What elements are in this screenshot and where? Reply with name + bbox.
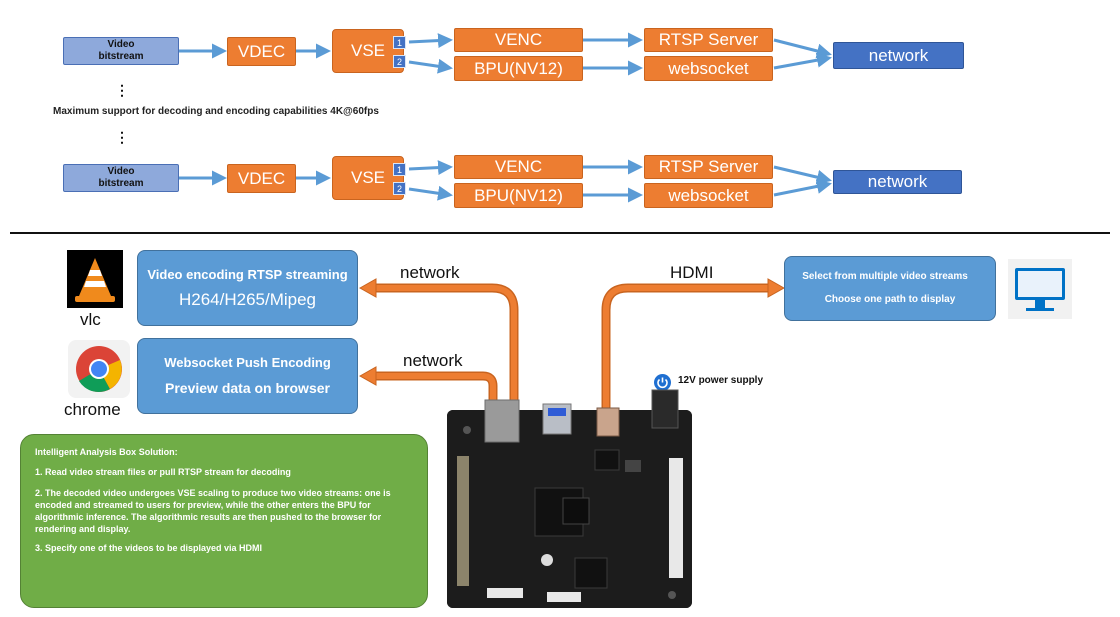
rtsp-server-box-2: RTSP Server (644, 155, 773, 179)
vlc-label: vlc (80, 310, 101, 329)
hdmi-label: HDMI (670, 263, 714, 282)
chrome-label: chrome (64, 400, 121, 419)
display-line2: Choose one path to display (824, 294, 956, 305)
monitor-icon (1008, 259, 1072, 319)
vlc-cone-icon (67, 250, 123, 308)
rtsp-server-box-1: RTSP Server (644, 28, 773, 52)
ws-box-line1: Websocket Push Encoding (164, 355, 331, 370)
vdec-box-1: VDEC (227, 37, 296, 66)
rtsp-streaming-box: Video encoding RTSP streaming H264/H265/… (137, 250, 358, 326)
vse-port-1: 1 (393, 163, 406, 176)
source-label-line1: Video (107, 166, 135, 177)
websocket-push-box: Websocket Push Encoding Preview data on … (137, 338, 358, 414)
chrome-icon (68, 340, 130, 398)
solution-item-2: 2. The decoded video undergoes VSE scali… (35, 488, 391, 534)
source-label-line2: bitstream (98, 178, 144, 189)
video-bitstream-source-1: Video bitstream (63, 37, 179, 65)
source-label-line1: Video (107, 39, 135, 50)
vse-box-1: VSE (332, 29, 404, 73)
display-line1: Select from multiple video streams (802, 271, 968, 282)
power-icon (654, 374, 671, 391)
vse-port-2: 2 (393, 182, 406, 195)
ws-box-line2: Preview data on browser (165, 380, 330, 396)
vdec-box-2: VDEC (227, 164, 296, 193)
ellipsis-upper: ⋮ (115, 82, 129, 98)
vse-port-1: 1 (393, 36, 406, 49)
websocket-box-2: websocket (644, 183, 773, 208)
ellipsis-lower: ⋮ (115, 129, 129, 145)
hdmi-pipe (601, 278, 786, 408)
network-box-1: network (833, 42, 964, 69)
source-label-line2: bitstream (98, 51, 144, 62)
solution-title: Intelligent Analysis Box Solution: (35, 447, 178, 457)
websocket-box-1: websocket (644, 56, 773, 81)
vse-box-2: VSE (332, 156, 404, 200)
vse-port-2: 2 (393, 55, 406, 68)
bottom-pipeline-arrows (179, 159, 832, 203)
video-bitstream-source-2: Video bitstream (63, 164, 179, 192)
rtsp-box-formats: H264/H265/Mipeg (178, 290, 317, 309)
network-box-2: network (833, 170, 962, 194)
bpu-box-2: BPU(NV12) (454, 183, 583, 208)
solution-box: Intelligent Analysis Box Solution: 1. Re… (20, 434, 428, 608)
capacity-note: Maximum support for decoding and encodin… (53, 106, 379, 117)
display-select-box: Select from multiple video streams Choos… (784, 256, 996, 321)
websocket-network-pipe (358, 366, 498, 402)
rtsp-network-pipe (358, 278, 519, 402)
dev-board-image (447, 389, 692, 608)
network-label-rtsp: network (400, 263, 460, 282)
solution-item-3: 3. Specify one of the videos to be displ… (35, 543, 263, 553)
network-label-websocket: network (403, 351, 463, 370)
power-label: 12V power supply (678, 375, 764, 386)
bpu-box-1: BPU(NV12) (454, 56, 583, 81)
venc-box-2: VENC (454, 155, 583, 179)
solution-item-1: 1. Read video stream files or pull RTSP … (35, 467, 291, 477)
rtsp-box-title: Video encoding RTSP streaming (147, 267, 348, 282)
top-pipeline-arrows (179, 32, 832, 76)
venc-box-1: VENC (454, 28, 583, 52)
